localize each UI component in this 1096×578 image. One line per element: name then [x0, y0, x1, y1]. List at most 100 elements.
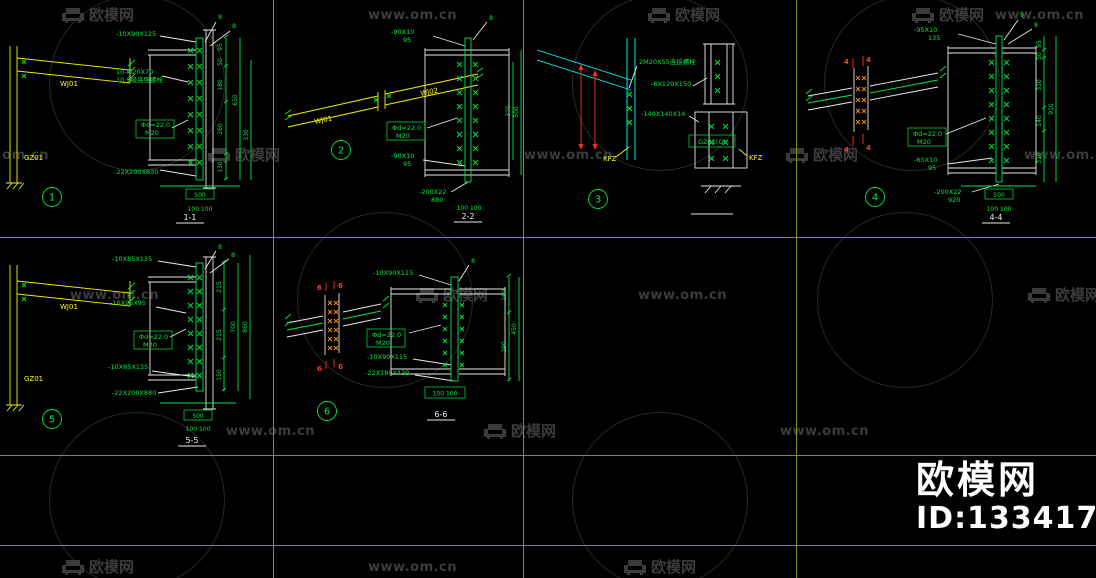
beam-tag: WJ01: [60, 80, 78, 88]
sofa-icon: [416, 287, 438, 303]
grid-line-horizontal: [0, 455, 1096, 456]
section-label: 2-2: [461, 212, 474, 221]
watermark-circle: [572, 0, 748, 171]
dim-bottom: 100 100: [433, 391, 458, 398]
watermark-brand-text: 欧模网: [1055, 286, 1096, 304]
watermark-url: www.om.cn: [995, 8, 1084, 23]
sloped-beam-and-column: [536, 38, 636, 160]
hole-dia-label: Φd=22.0: [141, 121, 170, 129]
panel-detail-3: 2M20X55连接螺栓 -6X120X150 -140X140X14 GZ01(…: [536, 38, 763, 215]
detail-lines: [945, 19, 1037, 193]
splice-length: 880: [431, 196, 443, 204]
sofa-icon: [648, 7, 670, 23]
brand-name: 欧模网: [916, 458, 1040, 502]
panel-detail-2: WJ01 WJ02 2 -90X10 95 8 Φd=22.0 M20 -90X…: [284, 14, 522, 223]
plate-label: -90X10: [391, 152, 414, 160]
dimension-lines: [512, 50, 522, 175]
dim-total: 650: [232, 94, 239, 106]
detail-number: 2: [338, 146, 344, 157]
plate-label: -65X10: [914, 156, 937, 164]
dim: 160: [501, 289, 508, 301]
section-label: 4-4: [989, 213, 1002, 222]
watermark-url-text: www.om.cn: [368, 8, 458, 23]
panel-detail-5: WJ01 GZ01 5 -10X85X135 8 8 -10X95X95 Φd=…: [6, 243, 251, 447]
watermark-brand-text: 欧模网: [813, 146, 859, 164]
dim: 95: [217, 43, 224, 51]
section-cut-number: 6: [317, 284, 322, 292]
dim: 310: [1036, 79, 1043, 91]
bolt-note-box: [366, 328, 406, 348]
detail-number: 3: [595, 195, 601, 206]
dimension-arrows: [578, 64, 598, 150]
end-plate-and-bolts: [187, 37, 204, 181]
column-tag: GZ01(G): [698, 138, 726, 146]
watermark-brand: 欧模网: [1028, 284, 1096, 305]
dim-bottom: 100 100: [457, 205, 482, 212]
watermark-url-text: www.om.cn: [0, 148, 50, 163]
dim-bottom: 100 100: [188, 206, 213, 213]
rafter-elevation: [807, 66, 939, 132]
watermark-url: www.om.cn: [0, 148, 49, 163]
plate-label: -10X95X95: [110, 299, 146, 307]
splice-length: 920: [948, 196, 960, 204]
dim-bottom: 500: [192, 413, 204, 420]
watermark-circle: [49, 0, 225, 171]
splice-plate-and-bolts: [988, 35, 1010, 183]
stiffener-label: -6X120X150: [651, 80, 691, 88]
dim: 215: [216, 329, 223, 341]
sofa-icon: [624, 559, 646, 575]
bolt-note-box: [907, 127, 947, 147]
dimension-lines: [160, 34, 252, 200]
watermark-brand-text: 欧模网: [89, 6, 135, 24]
weld-size: 8: [1034, 21, 1038, 29]
dim: 260: [217, 123, 224, 135]
dim-total: 500: [513, 106, 520, 118]
grid-line-vertical: [273, 0, 274, 578]
watermark-url: www.om.cn: [70, 288, 159, 303]
watermark-brand-text: 欧模网: [651, 558, 697, 576]
sofa-icon: [62, 559, 84, 575]
splice-plate-label: -200X22: [934, 188, 961, 196]
column-tag: GZ01: [24, 154, 43, 162]
dim: 150: [216, 369, 223, 381]
watermark-brand: 欧模网: [484, 420, 556, 441]
rafter-centerlines: [805, 65, 947, 104]
panel-detail-6: 6 6 6 6 6 -10X90X115 8 Φd=22.0 M20 -10X9…: [284, 257, 520, 421]
asset-id: ID:1334172: [916, 500, 1096, 536]
sofa-icon: [484, 423, 506, 439]
dim-bottom: 500: [993, 192, 1005, 199]
spliced-beams-elevation: [287, 73, 479, 128]
watermark-url: www.om.cn: [780, 424, 869, 439]
bolt-note-box: [133, 330, 173, 350]
watermark-brand-text: 欧模网: [939, 6, 985, 24]
bolt-grade-label: 10.9级高强螺栓: [116, 75, 163, 84]
hole-dia-label: Φd=22.0: [139, 333, 168, 341]
watermark-url: www.om.cn: [1024, 148, 1096, 163]
splice-plate-label: -22X180X430: [365, 369, 409, 377]
bolt-count-label: 10-M20X70: [116, 68, 153, 76]
column-beam-elevation: [6, 265, 131, 412]
sofa-icon: [786, 147, 808, 163]
dim: 180: [217, 79, 224, 91]
watermark-url: www.om.cn: [368, 8, 457, 23]
joint-hatch: [21, 282, 136, 304]
watermark-brand: 欧模网: [62, 4, 134, 25]
weld-size: 8: [489, 14, 493, 22]
watermark-brand-text: 欧模网: [89, 558, 135, 576]
watermark-brand: 欧模网: [208, 144, 280, 165]
detail-bubble: 1: [42, 187, 62, 207]
plate-label: -95X10: [914, 26, 937, 34]
bolt-note-box: [386, 121, 426, 141]
weld-size: 8: [218, 243, 222, 251]
weld-size: 8: [232, 22, 236, 30]
dim-bottom: 100 100: [186, 426, 211, 433]
watermark-url-text: www.om.cn: [1024, 148, 1096, 163]
dim: 95: [1036, 40, 1043, 48]
section-cut-number: 4: [844, 146, 849, 154]
grid-line-vertical: [796, 0, 797, 578]
watermark-url-text: www.om.cn: [780, 424, 870, 439]
sofa-icon: [1028, 287, 1050, 303]
column-tag: GZ01: [24, 375, 43, 383]
watermark-brand: 欧模网: [786, 144, 858, 165]
